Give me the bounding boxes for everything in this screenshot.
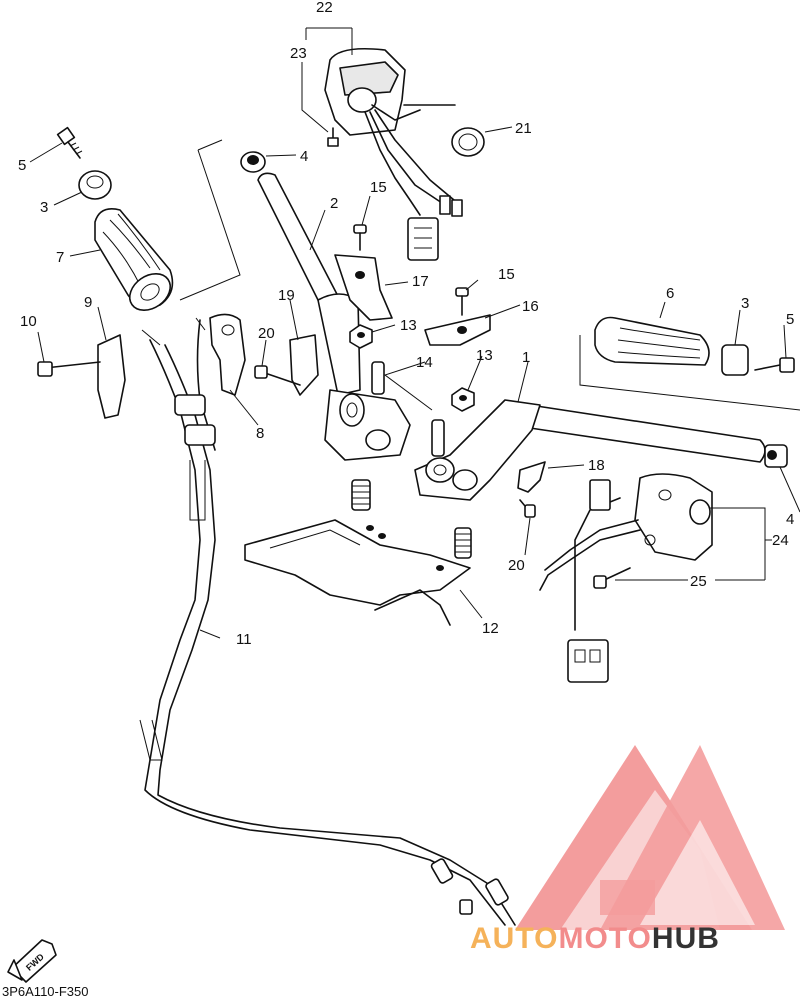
- lever-holder-part-9: [37, 334, 126, 419]
- nut-part-13-lower: [451, 387, 475, 412]
- collar-part-4-left: [240, 151, 266, 173]
- callout-4-right: 4: [786, 511, 794, 528]
- callout-4-left: 4: [300, 148, 308, 165]
- callout-5-right: 5: [786, 311, 794, 328]
- forward-direction-arrow: FWD: [7, 939, 57, 983]
- bolt-part-15-lower: [455, 287, 469, 316]
- callout-20-left: 20: [258, 325, 275, 342]
- callout-10: 10: [20, 313, 37, 330]
- callout-13-upper: 13: [400, 317, 417, 334]
- callout-18: 18: [588, 457, 605, 474]
- grip-alignment-line: [579, 335, 800, 411]
- callout-13-lower: 13: [476, 347, 493, 364]
- callout-9: 9: [84, 294, 92, 311]
- callout-1: 1: [522, 349, 530, 366]
- callout-11: 11: [236, 631, 252, 648]
- right-bar-end-weight-part-3: [721, 344, 749, 376]
- right-handlebar-part-1: [414, 399, 766, 501]
- callout-23: 23: [290, 45, 307, 62]
- watermark-logo: [515, 745, 785, 930]
- holder-part-8: [209, 313, 246, 396]
- callout-15-lower: 15: [498, 266, 515, 283]
- watermark-text-hub: HUB: [652, 922, 720, 955]
- callout-5-left: 5: [18, 157, 26, 174]
- callout-7: 7: [56, 249, 64, 266]
- callout-24: 24: [772, 532, 789, 549]
- bolt-part-14: [371, 361, 445, 457]
- callout-2: 2: [330, 195, 338, 212]
- callout-labels: 22 23 4 21 5 3 7 2 15 17 19 13 14 15 16 …: [18, 0, 794, 648]
- callout-15-upper: 15: [370, 179, 387, 196]
- right-grip-part-6: [594, 316, 710, 366]
- right-handlebar-switch-part-24: [539, 473, 713, 683]
- nut-part-13-upper: [349, 324, 373, 349]
- callout-8: 8: [256, 425, 264, 442]
- left-bar-end-weight-part-3: [78, 170, 112, 200]
- throttle-cables-part-11: [139, 317, 516, 926]
- watermark-text: AUTOMOTOHUB: [470, 922, 720, 955]
- diagram-part-code: 3P6A110-F350: [2, 984, 89, 999]
- watermark-text-moto: MOTO: [558, 922, 651, 955]
- bracket-part-19: [254, 334, 319, 396]
- bolt-part-15-upper: [353, 224, 367, 251]
- callout-22: 22: [316, 0, 333, 16]
- left-handlebar-switch-part: [324, 47, 463, 261]
- callout-21: 21: [515, 120, 532, 137]
- leader-lines: [29, 27, 800, 639]
- callout-14: 14: [416, 354, 433, 371]
- callout-6: 6: [666, 285, 674, 302]
- callout-16: 16: [522, 298, 539, 315]
- callout-20-lower: 20: [508, 557, 525, 574]
- left-bar-end-screw-part-5: [56, 126, 83, 159]
- boot-part-17: [334, 254, 393, 321]
- left-grip-part-7: [94, 208, 174, 311]
- callout-12: 12: [482, 620, 499, 637]
- callout-3-right: 3: [741, 295, 749, 312]
- left-handlebar-part-2: [257, 172, 411, 461]
- callout-17: 17: [412, 273, 429, 290]
- right-bar-end-screw-part-5: [754, 357, 795, 373]
- collar-part-4-right: [764, 444, 788, 468]
- cable-guide-part-18: [517, 461, 546, 518]
- callout-25: 25: [690, 573, 707, 590]
- boot-part-16: [424, 314, 491, 346]
- callout-19: 19: [278, 287, 295, 304]
- grommet-part-21: [403, 104, 485, 157]
- handle-crown-part-12: [244, 479, 472, 626]
- callout-3-left: 3: [40, 199, 48, 216]
- watermark-text-auto: AUTO: [470, 922, 558, 955]
